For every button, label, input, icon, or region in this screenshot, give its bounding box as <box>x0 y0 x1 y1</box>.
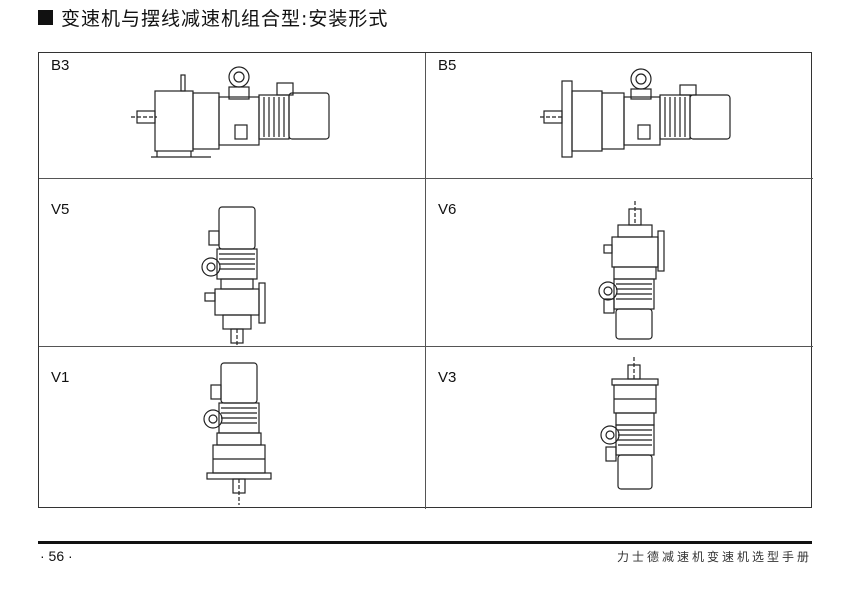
footer-rule <box>38 541 812 544</box>
mounting-code-label: V1 <box>51 369 70 386</box>
page-number: · 56 · <box>40 548 73 564</box>
cell-b3: B3 <box>39 53 426 179</box>
title-square-icon <box>38 9 53 25</box>
motor-v6-drawing <box>598 201 665 340</box>
mounting-code-label: V5 <box>51 201 70 218</box>
mounting-code-label: B3 <box>51 57 70 74</box>
cell-v6: V6 <box>426 179 813 347</box>
motor-v3-drawing <box>600 357 659 490</box>
cell-v3: V3 <box>426 347 813 509</box>
motor-v1-drawing <box>203 362 272 505</box>
cell-b5: B5 <box>426 53 813 179</box>
motor-b5-drawing <box>540 68 731 158</box>
cell-v1: V1 <box>39 347 426 509</box>
page-title: 变速机与摆线减速机组合型:安装形式 <box>38 4 388 30</box>
cell-v5: V5 <box>39 179 426 347</box>
page-title-text: 变速机与摆线减速机组合型:安装形式 <box>61 7 389 30</box>
mounting-code-label: V3 <box>438 369 457 386</box>
mounting-table: B3 B5 <box>38 52 813 509</box>
motor-v5-drawing <box>201 206 266 346</box>
manual-name: 力士德减速机变速机选型手册 <box>616 550 812 564</box>
motor-b3-drawing <box>131 66 330 158</box>
mounting-code-label: B5 <box>438 57 457 74</box>
mounting-code-label: V6 <box>438 201 457 218</box>
